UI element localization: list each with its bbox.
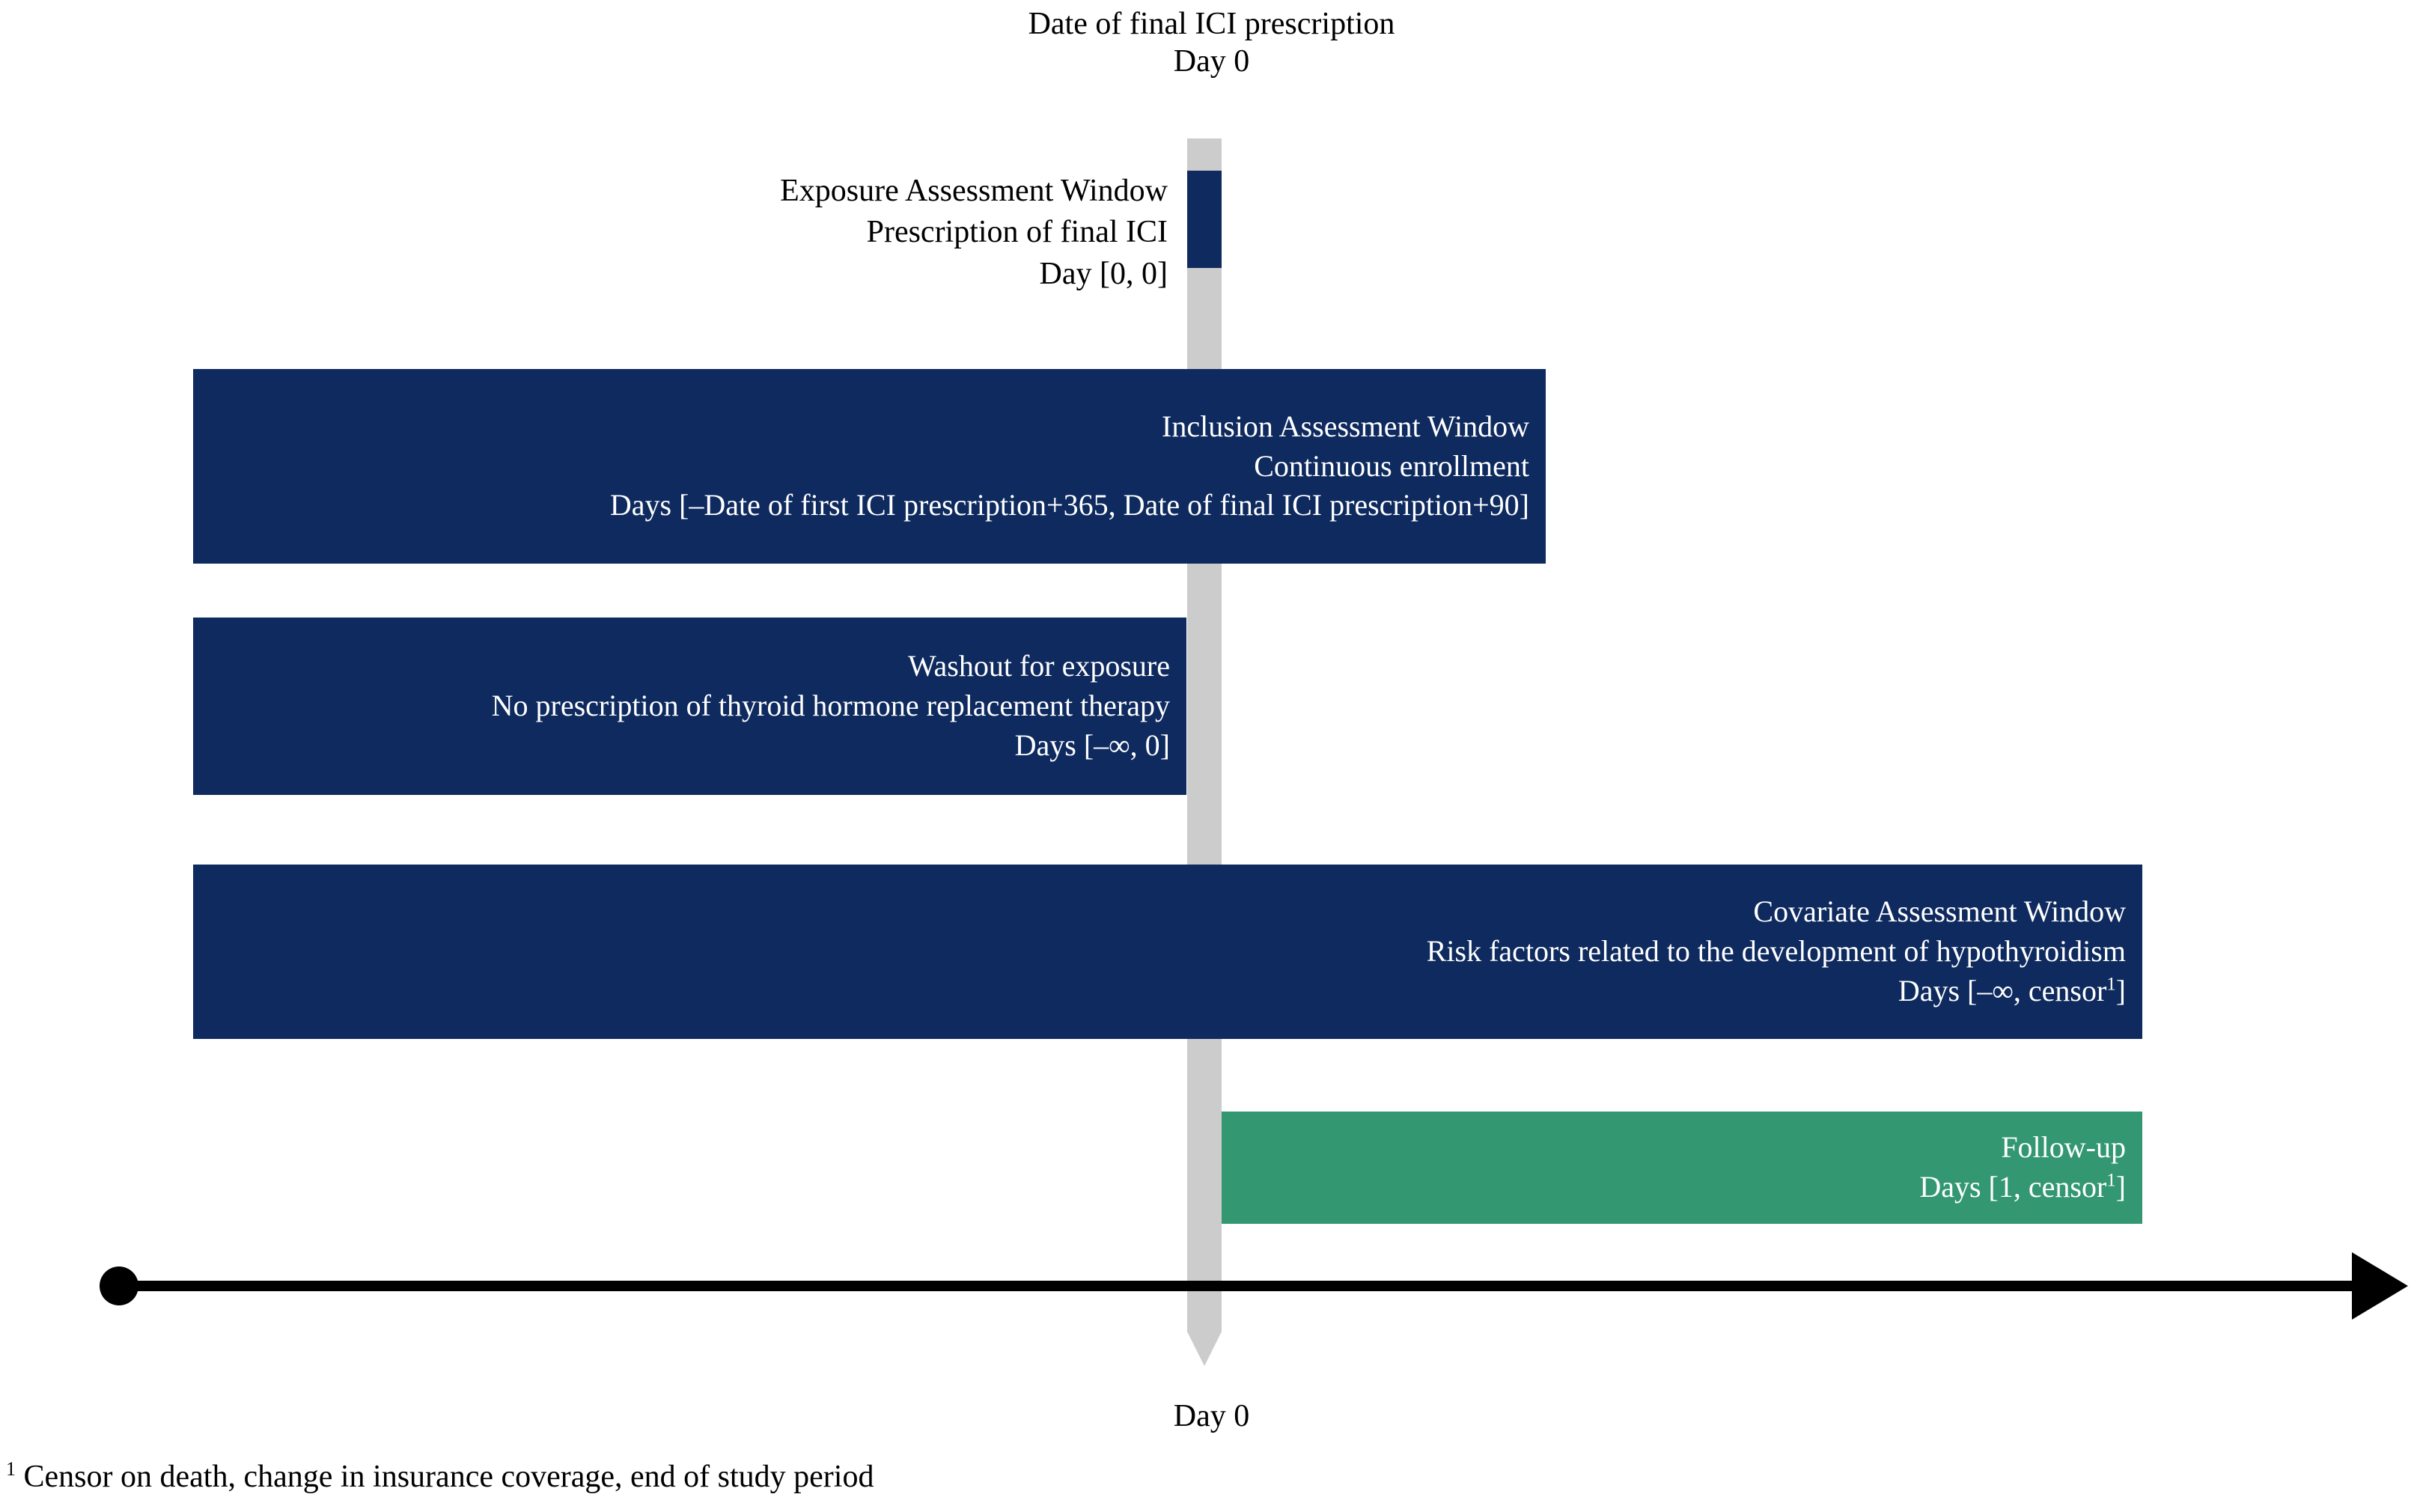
exposure-window-description: Prescription of final ICI	[866, 215, 1168, 250]
covariate-window-title: Covariate Assessment Window	[1753, 894, 2126, 929]
followup-days: Days [1, censor1]	[1919, 1168, 2126, 1207]
top-marker-title: Date of final ICI prescription	[1028, 7, 1395, 41]
timeline-arrowhead-icon	[2352, 1252, 2408, 1320]
inclusion-window-title: Inclusion Assessment Window	[1162, 409, 1529, 443]
footnote: 1 Censor on death, change in insurance c…	[6, 1458, 874, 1495]
covariate-window-description: Risk factors related to the development …	[1426, 934, 2126, 969]
footnote-text: Censor on death, change in insurance cov…	[16, 1460, 874, 1494]
timeline-axis-line	[112, 1281, 2358, 1291]
covariate-window-days: Days [–∞, censor1]	[1898, 972, 2126, 1011]
bottom-marker-day: Day 0	[1173, 1399, 1250, 1433]
followup-days-footnote-marker: 1	[2106, 1170, 2116, 1191]
bar-exposure-assessment-window	[1187, 171, 1222, 268]
covariate-days-prefix: Days [–∞, censor	[1898, 973, 2107, 1008]
footnote-marker: 1	[6, 1458, 16, 1480]
washout-window-title: Washout for exposure	[907, 649, 1170, 683]
inclusion-window-description: Continuous enrollment	[1254, 448, 1529, 483]
bar-washout-for-exposure: Washout for exposure No prescription of …	[193, 618, 1186, 795]
washout-window-description: No prescription of thyroid hormone repla…	[491, 689, 1170, 723]
followup-days-prefix: Days [1, censor	[1919, 1170, 2107, 1204]
exposure-assessment-window-labels: Exposure Assessment Window Prescription …	[419, 171, 1168, 295]
washout-window-days: Days [–∞, 0]	[1014, 728, 1170, 762]
followup-title: Follow-up	[2001, 1130, 2126, 1165]
bar-inclusion-assessment-window: Inclusion Assessment Window Continuous e…	[193, 369, 1546, 564]
followup-days-suffix: ]	[2115, 1170, 2126, 1204]
inclusion-window-days: Days [–Date of first ICI prescription+36…	[609, 488, 1529, 522]
bar-covariate-assessment-window: Covariate Assessment Window Risk factors…	[193, 865, 2142, 1039]
bar-follow-up: Follow-up Days [1, censor1]	[1222, 1112, 2142, 1224]
covariate-days-footnote-marker: 1	[2106, 974, 2116, 995]
day-zero-marker-band	[1187, 138, 1222, 1332]
top-marker-day: Day 0	[1173, 44, 1250, 79]
exposure-window-title: Exposure Assessment Window	[780, 174, 1168, 208]
day-zero-marker-arrowhead-icon	[1187, 1332, 1222, 1366]
exposure-window-days: Day [0, 0]	[1039, 256, 1168, 291]
covariate-days-suffix: ]	[2115, 973, 2126, 1008]
